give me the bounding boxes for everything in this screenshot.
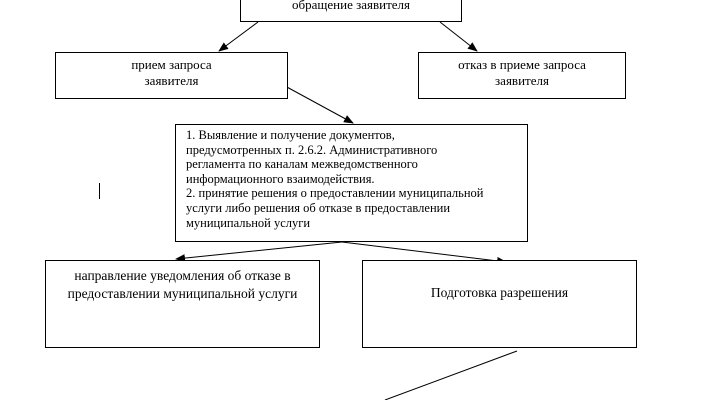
arrow-accept-to-steps [284, 85, 354, 124]
start-box: обращение заявителя [240, 0, 462, 22]
steps-line: информационного взаимодействия. [186, 171, 375, 186]
arrow-steps-to-permit [341, 241, 507, 265]
accept-request-line-1: прием запроса [131, 57, 212, 72]
steps-line: предусмотренных п. 2.6.2. Административн… [186, 142, 438, 157]
text-cursor [99, 183, 100, 199]
accept-request-box: прием запроса заявителя [55, 52, 288, 99]
steps-line: 1. Выявление и получение документов, [186, 128, 395, 142]
arrow-start-to-refuse [439, 21, 478, 52]
arrow-permit-down [384, 350, 518, 400]
steps-line: услуги либо решения об отказе в предоста… [186, 200, 451, 215]
arrow-steps-to-notify [175, 241, 343, 263]
refusal-notice-line-1: направление уведомления об отказе в [74, 268, 291, 283]
permit-preparation-box: Подготовка разрешения [362, 260, 637, 348]
refusal-notice-line-2: предоставлении муниципальной услуги [67, 286, 298, 301]
refuse-request-line-2: заявителя [495, 73, 549, 88]
steps-box: 1. Выявление и получение документов, пре… [175, 124, 528, 242]
accept-request-line-2: заявителя [144, 73, 199, 88]
permit-preparation-text: Подготовка разрешения [430, 285, 569, 300]
refuse-request-line-1: отказ в приеме запроса [458, 57, 586, 72]
steps-line: муниципальной услуги [186, 215, 311, 230]
steps-line: регламента по каналам межведомственного [186, 157, 418, 172]
steps-line: 2. принятие решения о предоставлении мун… [186, 186, 484, 201]
refusal-notice-box: направление уведомления об отказе в пред… [45, 260, 320, 348]
start-box-text: обращение заявителя [292, 0, 410, 12]
refuse-request-box: отказ в приеме запроса заявителя [418, 52, 626, 99]
arrow-start-to-accept [218, 21, 259, 52]
